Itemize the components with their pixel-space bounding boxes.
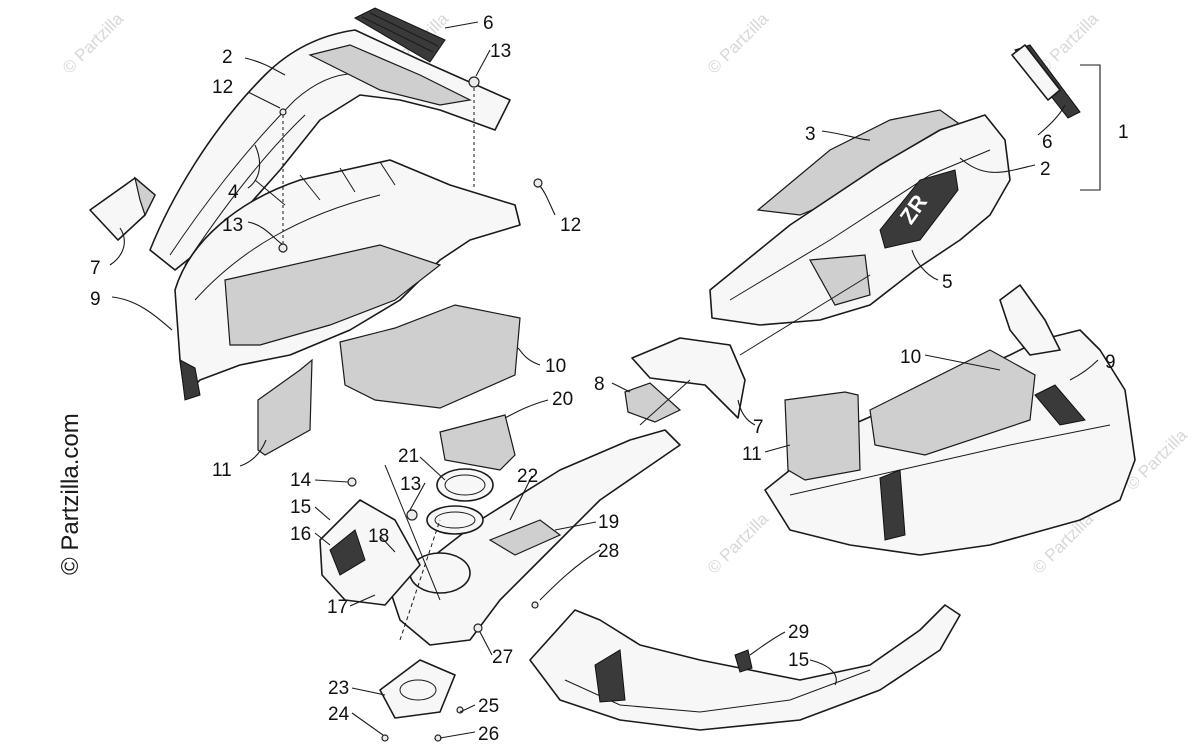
callout-29: 29 [788, 622, 809, 643]
gasket-ring [426, 505, 484, 535]
callout-21: 21 [398, 446, 419, 467]
gasket-ring [436, 468, 494, 502]
rivet-icon [456, 706, 464, 714]
callout-27: 27 [492, 647, 513, 668]
rivet-icon [531, 601, 539, 609]
side-scoop [631, 337, 746, 419]
clip-icon [734, 649, 753, 673]
callout-13: 13 [400, 474, 421, 495]
callout-7: 7 [753, 417, 764, 438]
callout-labels: 2 12 6 13 4 13 12 7 9 10 11 3 1 6 2 5 10… [90, 13, 1129, 745]
callout-9: 9 [1105, 352, 1116, 373]
mesh-grille [353, 7, 446, 63]
dash-panel [319, 499, 421, 606]
rivet-icon [381, 734, 389, 742]
callout-14: 14 [290, 470, 312, 491]
watermark-text: © Partzilla [704, 9, 773, 78]
pad-19 [488, 519, 562, 556]
screw-icon [473, 623, 483, 633]
callout-13: 13 [222, 215, 243, 236]
foam-pad [869, 349, 1036, 456]
watermark-text: © Partzilla [59, 9, 128, 78]
callout-6: 6 [483, 13, 494, 34]
callout-11: 11 [742, 444, 762, 465]
watermark-brand: © Partzilla.com [57, 413, 84, 575]
side-vent [1034, 384, 1086, 426]
assembly-bracket [1080, 64, 1101, 191]
nut-icon [278, 243, 288, 253]
callout-4: 4 [228, 182, 239, 203]
rivet-icon [279, 108, 287, 116]
callout-2: 2 [1040, 159, 1051, 180]
callout-10: 10 [545, 356, 566, 377]
callout-23: 23 [328, 678, 349, 699]
callout-7: 7 [90, 258, 101, 279]
side-panel-recess [809, 254, 871, 306]
airbox-floor [224, 244, 442, 346]
callout-20: 20 [552, 389, 573, 410]
model-decal [879, 169, 959, 249]
hood-vent-channel [308, 44, 472, 106]
belly-pan-assembly [319, 414, 961, 742]
console-corner-vent [179, 359, 201, 401]
callout-25: 25 [478, 696, 499, 717]
side-panel-assembly-right: ZR [624, 44, 1136, 556]
callout-3: 3 [805, 124, 816, 145]
hood-assembly-left [89, 7, 543, 456]
small-foam-pad [784, 391, 861, 481]
floor-hole [409, 552, 471, 594]
callout-15: 15 [788, 650, 809, 671]
screw-icon [347, 477, 357, 487]
callout-18: 18 [368, 526, 389, 547]
callout-5: 5 [942, 272, 953, 293]
leader-lines [109, 21, 1099, 739]
callout-8: 8 [594, 374, 605, 395]
nut-icon [406, 509, 418, 521]
callout-17: 17 [327, 597, 348, 618]
lower-duct [379, 659, 456, 719]
callout-19: 19 [598, 512, 619, 533]
callout-12: 12 [212, 77, 233, 98]
callout-26: 26 [478, 724, 499, 745]
callout-16: 16 [290, 524, 311, 545]
callout-13: 13 [490, 41, 511, 62]
callout-6: 6 [1042, 132, 1053, 153]
callout-15: 15 [290, 497, 311, 518]
belly-pan [529, 604, 961, 731]
screw-icon [533, 178, 543, 188]
callout-11: 11 [212, 460, 232, 481]
callout-2: 2 [222, 47, 233, 68]
callout-24: 24 [328, 704, 350, 725]
lower-vent [879, 469, 906, 541]
callout-1: 1 [1118, 122, 1129, 143]
nut-icon [468, 76, 480, 88]
callout-10: 10 [900, 347, 921, 368]
callout-9: 9 [90, 289, 101, 310]
bracket-8 [624, 382, 682, 423]
foam-pad [339, 304, 521, 409]
small-foam-pad [257, 358, 313, 456]
watermark-text: © Partzilla [704, 509, 773, 578]
callout-22: 22 [517, 466, 538, 487]
callout-12: 12 [560, 215, 581, 236]
pad-20 [439, 414, 516, 471]
callout-28: 28 [598, 541, 619, 562]
